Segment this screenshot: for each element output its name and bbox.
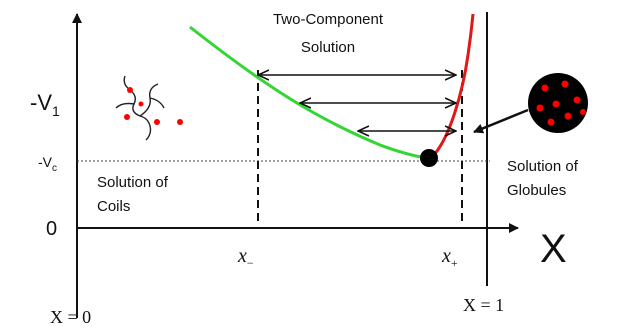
solution-globules-label-line1: Solution of	[507, 158, 579, 175]
globule-pointer-arrow	[473, 108, 529, 134]
x-equals-zero-label: X = 0	[50, 307, 91, 327]
x-axis-label: X	[540, 227, 567, 271]
x-plus-label: x+	[441, 245, 458, 270]
coil-branch-curve	[189, 25, 429, 160]
solution-coils-label-line1: Solution of	[97, 174, 169, 191]
two-component-label-line2: Solution	[301, 39, 355, 56]
solution-globules-label-line2: Globules	[507, 182, 566, 199]
y-axis-label: -V1	[30, 90, 60, 119]
globule-branch-curve	[429, 13, 475, 160]
critical-point	[420, 149, 438, 167]
vc-label: -Vc	[38, 154, 57, 174]
x-minus-label: x−	[237, 245, 254, 270]
zero-label: 0	[46, 218, 57, 240]
polymer-globule-icon	[528, 73, 588, 133]
solution-coils-label-line2: Coils	[97, 198, 130, 215]
two-component-label-line1: Two-Component	[273, 11, 384, 28]
x-equals-one-label: X = 1	[463, 295, 504, 315]
polymer-coil-icon	[115, 75, 183, 141]
